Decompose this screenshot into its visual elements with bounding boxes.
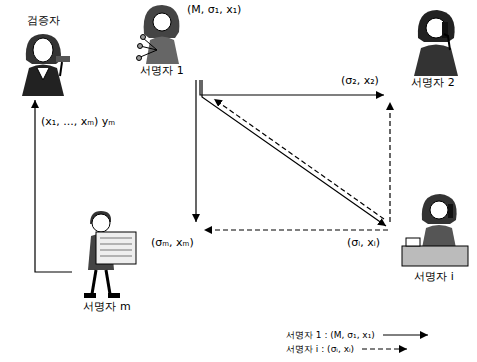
figure-part [402, 246, 468, 266]
figure-part [406, 238, 420, 246]
message-tuple: (σ₂, x₂) [340, 74, 380, 87]
legend-text: 서명자 i : (σᵢ, xᵢ) [286, 343, 354, 355]
figure-part [106, 270, 110, 294]
message-tuple: (σᵢ, xᵢ) [346, 236, 381, 249]
person-illustration [74, 208, 140, 300]
figure-part [153, 13, 171, 31]
signer-name: 서명자 1 [138, 64, 186, 78]
message-arrow [389, 102, 390, 222]
person-node: 서명자 i [398, 190, 470, 284]
person-illustration [135, 2, 189, 64]
person-illustration [12, 28, 74, 96]
figure-part [56, 56, 70, 62]
legend-line [362, 349, 407, 350]
figure-part [84, 293, 96, 298]
person-node: 서명자 m [74, 208, 140, 314]
figure-part [60, 62, 62, 76]
message-arrow [195, 80, 196, 222]
figure-part [100, 244, 132, 245]
figure-part [444, 34, 450, 50]
figure-part [100, 256, 132, 257]
figure-part [100, 250, 132, 251]
figure-part [448, 204, 453, 218]
figure-part [430, 201, 448, 219]
legend-row: 서명자 i : (σᵢ, xᵢ) [286, 342, 431, 356]
figure-part [146, 37, 179, 65]
legend-sample [381, 330, 431, 340]
figure-part [143, 38, 157, 50]
figure-part [92, 214, 110, 232]
figure-part [137, 56, 142, 61]
person-node: 서명자 1 [135, 2, 189, 78]
message-arrow [202, 80, 386, 226]
legend-row: 서명자 1 : (M, σ₁, x₁) [286, 328, 431, 342]
figure-part [92, 270, 96, 294]
figure-part [37, 68, 49, 80]
legend: 서명자 1 : (M, σ₁, x₁) 서명자 i : (σᵢ, xᵢ) [286, 328, 431, 356]
edge-label: (x₁, ..., xₘ) yₘ [40, 115, 116, 128]
signer-name: 검증자 [25, 14, 62, 28]
figure-part [33, 38, 53, 62]
signer-name: 서명자 m [81, 300, 132, 314]
figure-part [100, 238, 132, 239]
message-arrow [204, 229, 388, 230]
figure-part [144, 5, 180, 38]
person-node: 검증자 [12, 14, 74, 96]
figure-part [141, 35, 146, 40]
person-node: 서명자 2 [398, 4, 468, 90]
figure-part [422, 225, 456, 248]
message-tuple: (σₘ, xₘ) [150, 236, 195, 249]
person-illustration [398, 190, 470, 270]
signer-name: 서명자 i [412, 270, 456, 284]
message-tuple: (M, σ₁, x₁) [186, 3, 242, 16]
figure-part [108, 293, 120, 298]
legend-text: 서명자 1 : (M, σ₁, x₁) [286, 329, 375, 341]
message-arrow [214, 99, 384, 219]
figure-part [422, 194, 457, 224]
figure-part [26, 34, 61, 64]
person-illustration [398, 4, 468, 76]
figure-part [138, 44, 143, 49]
figure-part [414, 45, 458, 77]
legend-line [383, 335, 428, 336]
legend-sample [360, 344, 410, 354]
figure-part [96, 232, 136, 264]
signer-name: 서명자 2 [409, 76, 457, 90]
figure-part [22, 65, 64, 97]
